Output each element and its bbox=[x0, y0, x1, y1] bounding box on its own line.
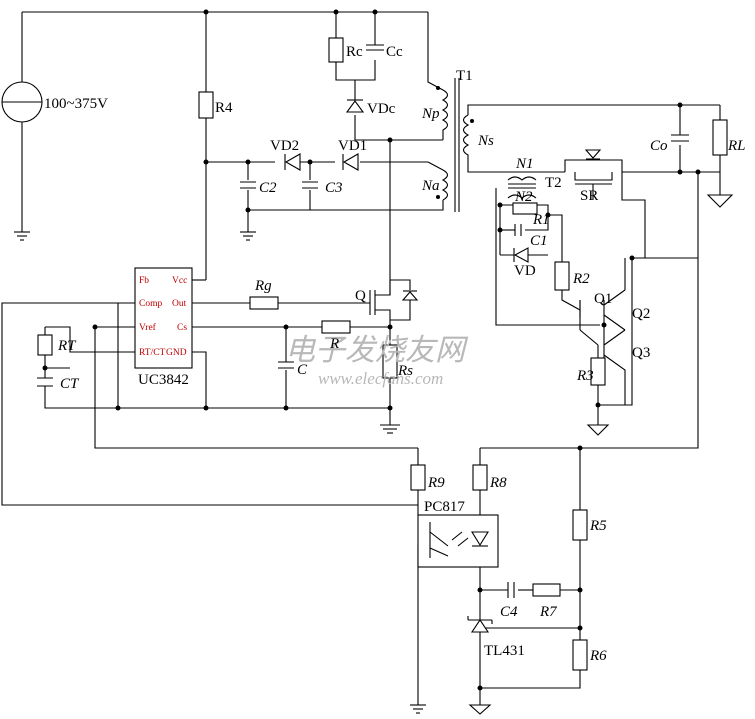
label-pc817: PC817 bbox=[424, 499, 465, 515]
label-vd1: VD1 bbox=[338, 138, 367, 154]
label-t2: T2 bbox=[545, 175, 562, 191]
resistor-r5 bbox=[572, 509, 588, 541]
label-ns: Ns bbox=[477, 133, 494, 149]
label-r6: R6 bbox=[589, 648, 607, 664]
winding-na bbox=[441, 169, 449, 201]
winding-ns bbox=[462, 114, 470, 165]
label-c3: C3 bbox=[325, 180, 343, 196]
diode-sr-body-icon bbox=[584, 149, 602, 159]
pin-vcc: Vcc bbox=[172, 276, 187, 286]
winding-np bbox=[441, 89, 449, 140]
label-r8: R8 bbox=[489, 475, 507, 491]
label-r5: R5 bbox=[589, 518, 607, 534]
label-co: Co bbox=[650, 138, 668, 154]
label-q2: Q2 bbox=[632, 306, 650, 322]
label-tl431: TL431 bbox=[484, 643, 525, 659]
pin-fb: Fb bbox=[139, 276, 149, 286]
capacitor-cc bbox=[366, 44, 384, 51]
label-q1: Q1 bbox=[594, 291, 612, 307]
resistor-r4 bbox=[198, 91, 214, 119]
resistor-r bbox=[321, 320, 351, 334]
resistor-rg bbox=[249, 296, 279, 310]
resistor-r3 bbox=[590, 357, 606, 386]
label-c2: C2 bbox=[259, 180, 277, 196]
capacitor-ct bbox=[37, 377, 53, 387]
label-r: R bbox=[329, 336, 339, 352]
diode-q-body-icon bbox=[401, 291, 419, 301]
diode-vd1-icon bbox=[342, 153, 359, 171]
label-r9: R9 bbox=[427, 475, 445, 491]
capacitor-co bbox=[671, 134, 689, 142]
label-r4: R4 bbox=[215, 100, 233, 116]
label-rc: Rc bbox=[346, 44, 363, 60]
resistor-rt bbox=[37, 334, 53, 356]
resistor-r8 bbox=[472, 464, 488, 491]
wires bbox=[1, 11, 734, 715]
label-rl: RL bbox=[727, 138, 746, 154]
label-sr: SR bbox=[580, 188, 598, 204]
label-rs: Rs bbox=[397, 363, 413, 379]
label-r2: R2 bbox=[572, 271, 590, 287]
label-r1: R1 bbox=[532, 212, 550, 228]
label-rt: RT bbox=[57, 338, 77, 354]
pin-vref: Vref bbox=[139, 322, 157, 333]
watermark-cn: 电子发烧友网 bbox=[285, 334, 469, 367]
source-voltage-label: 100~375V bbox=[44, 96, 108, 112]
resistor-r1 bbox=[512, 202, 538, 215]
label-ct: CT bbox=[60, 376, 80, 392]
label-q: Q bbox=[355, 288, 366, 304]
uc3842-chip bbox=[134, 267, 193, 369]
label-t1: T1 bbox=[456, 68, 473, 84]
capacitor-c3 bbox=[302, 181, 318, 189]
label-vdc: VDc bbox=[367, 101, 396, 117]
label-r7: R7 bbox=[539, 604, 558, 620]
components bbox=[1, 37, 728, 671]
pc817-optocoupler bbox=[417, 514, 499, 568]
diode-vdc-icon bbox=[345, 100, 365, 113]
label-rg: Rg bbox=[254, 278, 272, 294]
capacitor-c1 bbox=[514, 224, 522, 236]
label-n1: N1 bbox=[515, 156, 534, 172]
pin-out: Out bbox=[172, 299, 187, 309]
label-vd2: VD2 bbox=[270, 138, 299, 154]
label-uc3842: UC3842 bbox=[138, 372, 189, 388]
label-r3: R3 bbox=[576, 368, 594, 384]
resistor-rs bbox=[382, 344, 398, 379]
labels: 100~375V R4 Rc Cc VDc Np Na Ns T1 Co RL … bbox=[44, 44, 746, 664]
label-c1: C1 bbox=[530, 233, 548, 249]
junctions bbox=[42, 9, 701, 691]
watermark-url: www.elecfans.com bbox=[318, 369, 443, 388]
label-n2: N2 bbox=[514, 189, 533, 205]
capacitor-c bbox=[278, 361, 294, 369]
label-np: Np bbox=[421, 106, 440, 122]
resistor-r9 bbox=[410, 464, 426, 491]
resistor-r2 bbox=[554, 261, 570, 291]
tl431-regulator-icon bbox=[470, 619, 490, 633]
label-q3: Q3 bbox=[632, 345, 650, 361]
resistor-rc bbox=[328, 37, 344, 63]
resistor-r6 bbox=[572, 639, 588, 671]
capacitor-c2 bbox=[240, 181, 256, 189]
pin-cs: Cs bbox=[177, 323, 187, 333]
watermark: 电子发烧友网 www.elecfans.com bbox=[285, 334, 469, 388]
label-c4: C4 bbox=[500, 604, 518, 620]
capacitor-c4 bbox=[507, 582, 515, 598]
pin-rtct: RT/CT bbox=[139, 348, 166, 358]
label-vd: VD bbox=[514, 263, 536, 279]
label-c: C bbox=[297, 362, 308, 378]
resistor-r7 bbox=[532, 583, 561, 597]
diode-vd-icon bbox=[513, 247, 529, 263]
pin-gnd: GND bbox=[166, 348, 187, 358]
diode-vd2-icon bbox=[284, 153, 301, 171]
pin-comp: Comp bbox=[139, 299, 162, 309]
label-na: Na bbox=[421, 178, 440, 194]
label-cc: Cc bbox=[386, 44, 403, 60]
resistor-rl bbox=[712, 119, 728, 156]
